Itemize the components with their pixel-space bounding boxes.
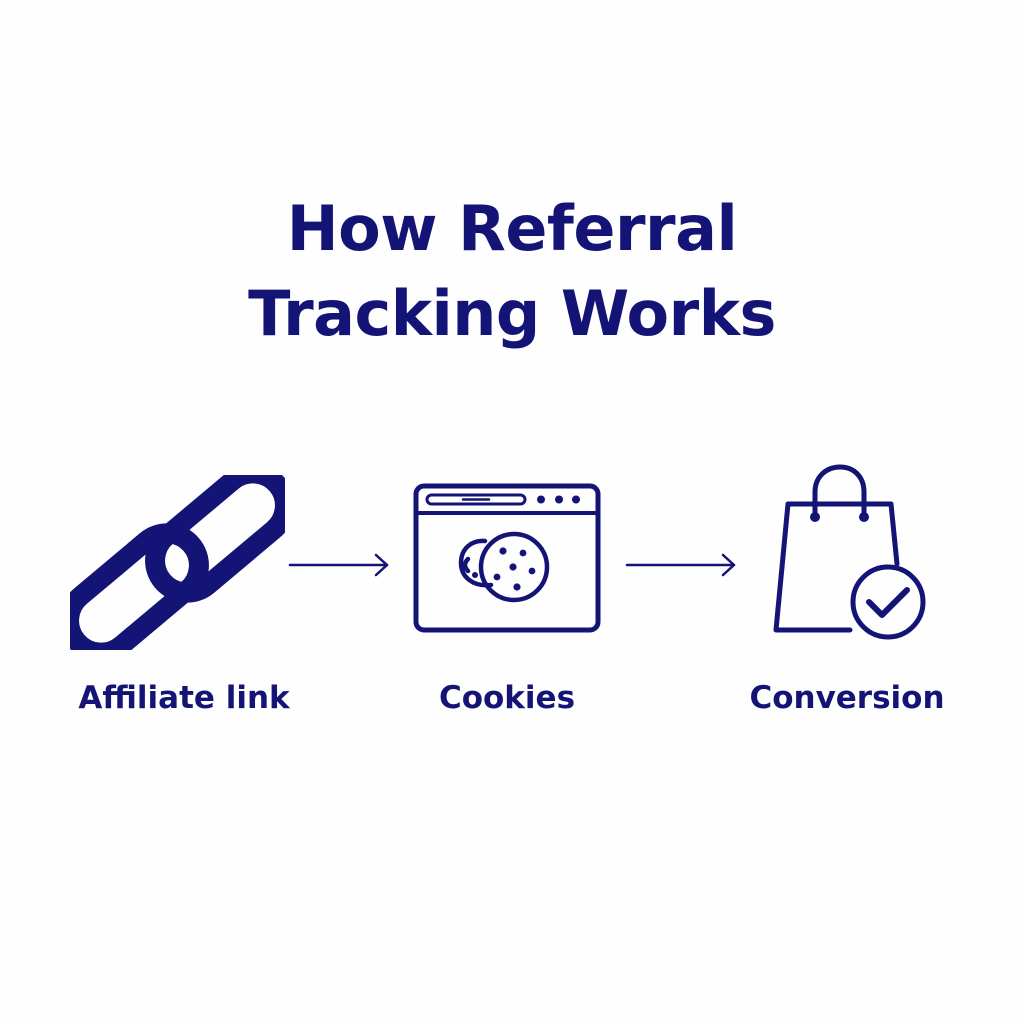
browser-cookie-icon [413, 483, 601, 633]
arrow-icon [625, 553, 739, 581]
step-label-cookies: Cookies [438, 680, 576, 716]
title-line-2: Tracking Works [248, 277, 776, 350]
link-chain-icon [70, 475, 285, 650]
arrow-icon [288, 553, 392, 581]
shopping-bag-check-icon [770, 462, 935, 644]
step-label-conversion: Conversion [749, 680, 945, 716]
step-label-affiliate-link: Affiliate link [78, 680, 290, 716]
diagram-title: How Referral Tracking Works [0, 186, 1024, 356]
title-line-1: How Referral [286, 192, 738, 265]
